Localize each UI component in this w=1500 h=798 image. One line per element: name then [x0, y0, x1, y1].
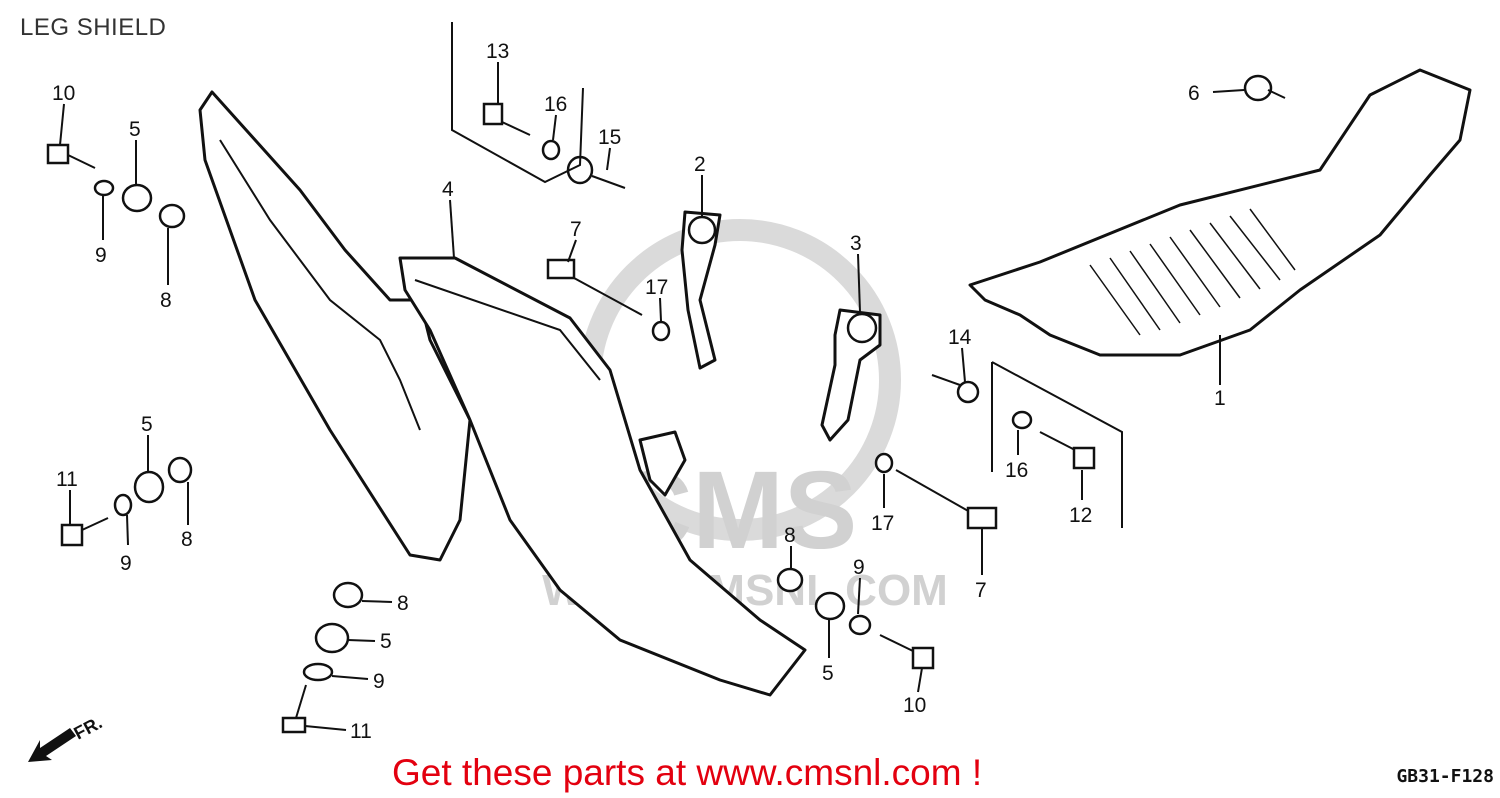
- callout-bolt-15: 15: [598, 126, 621, 149]
- callout-grommet-5-top: 5: [129, 118, 141, 141]
- callout-collar-8-top: 8: [160, 289, 172, 312]
- hardware: [46, 74, 1286, 734]
- floor-panel-part: [968, 68, 1472, 357]
- callout-bracket-2: 2: [694, 153, 706, 176]
- callout-grommet-5-bottom: 5: [380, 630, 392, 653]
- callout-grommet-5-mid: 5: [822, 662, 834, 685]
- diagram-code: GB31-F128: [1396, 766, 1494, 787]
- callout-nut-17-top: 17: [645, 276, 668, 299]
- callout-bracket-3: 3: [850, 232, 862, 255]
- callout-floor-panel-1: 1: [1214, 387, 1226, 410]
- bolt-12-frame-top: [991, 361, 1123, 528]
- inner-shield-detail: [219, 139, 421, 431]
- callout-nut-17-mid: 17: [871, 512, 894, 535]
- inner-leg-shield: [198, 90, 472, 562]
- leg-shield-rim: [414, 279, 601, 381]
- callout-rod-7-right: 7: [975, 579, 987, 602]
- callout-washer-9-mid: 9: [853, 556, 865, 579]
- callout-washer-9-left: 9: [120, 552, 132, 575]
- front-label: FR.: [70, 712, 105, 743]
- callout-washer-16-top: 16: [544, 93, 567, 116]
- callout-bolt-10-top: 10: [52, 82, 75, 105]
- callout-bolt-11-left: 11: [56, 468, 78, 491]
- bracket-2-bushing: [687, 215, 717, 245]
- callout-grommet-5-left: 5: [141, 413, 153, 436]
- callout-bolt-10-bottom: 10: [903, 694, 926, 717]
- callout-bolt-14: 14: [948, 326, 972, 349]
- cta-link[interactable]: Get these parts at www.cmsnl.com !: [392, 752, 983, 793]
- callout-labels: 10 5 9 8 13 16 15 4 7 2 17 3 6 14 1 16 1…: [52, 40, 1226, 743]
- bracket-3-bushing: [846, 312, 878, 344]
- callout-leg-shield-4: 4: [442, 178, 454, 201]
- leg-shield-part: [398, 256, 807, 697]
- callout-rod-7-top: 7: [570, 218, 582, 241]
- callout-bolt-6: 6: [1188, 82, 1200, 105]
- callout-washer-16-right: 16: [1005, 459, 1028, 482]
- front-indicator: FR.: [28, 712, 105, 762]
- arrow-down-left-icon: [28, 728, 76, 762]
- callout-collar-8-left: 8: [181, 528, 193, 551]
- floor-panel-ribs: [1089, 208, 1296, 336]
- callout-bolt-13: 13: [486, 40, 509, 63]
- page-title: LEG SHIELD: [20, 14, 167, 41]
- leader-lines: [59, 62, 1245, 731]
- leg-shield-tab: [638, 430, 687, 497]
- callout-bolt-12: 12: [1069, 504, 1092, 527]
- callout-bolt-11-bottom: 11: [350, 720, 372, 743]
- callout-washer-9-top: 9: [95, 244, 107, 267]
- bolt-head-10-top: [46, 143, 70, 165]
- bracket-2-part: [680, 210, 722, 370]
- callout-collar-8-mid: 8: [784, 524, 796, 547]
- callout-washer-9-bottom: 9: [373, 670, 385, 693]
- bolt-13-frame: [451, 22, 584, 184]
- callout-collar-8-bottom: 8: [397, 592, 409, 615]
